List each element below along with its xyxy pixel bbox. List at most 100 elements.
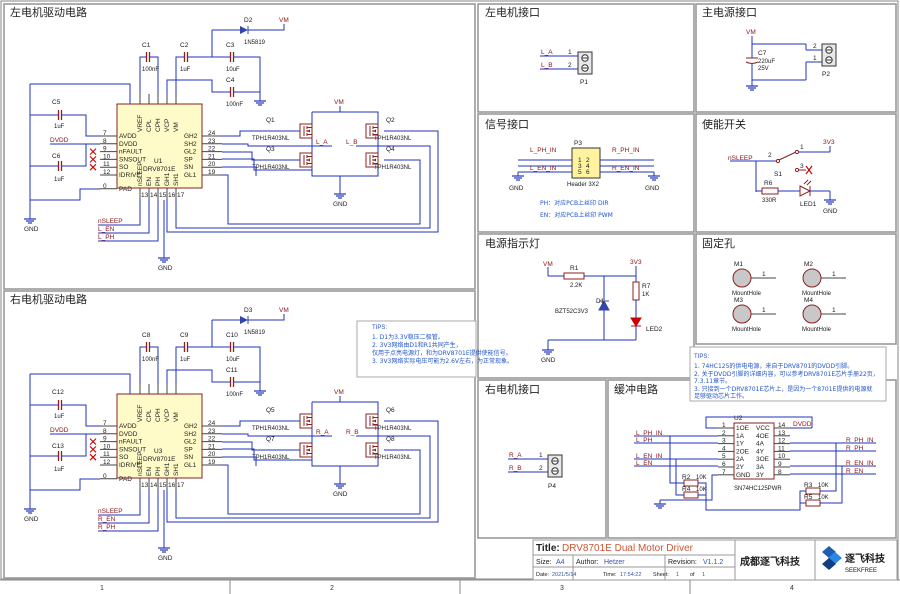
- mount-hole-icon: [802, 268, 822, 288]
- title-left-motor: 左电机接口: [485, 5, 540, 19]
- ic-pin-number: 11: [103, 161, 110, 168]
- capacitor-designator: C8: [142, 332, 151, 339]
- designator-r7: R7: [642, 283, 651, 290]
- designator-s1: S1: [774, 171, 782, 178]
- revision-value: V1.1.2: [703, 559, 723, 566]
- pin-number: 2: [768, 152, 772, 159]
- net-label-ph: R_PH: [98, 524, 116, 531]
- ic-pin-name: GL1: [184, 462, 197, 469]
- capacitor-icon: [183, 51, 189, 63]
- ic-pin-name: VCC: [756, 425, 770, 432]
- net-label-r-a: R_A: [509, 452, 522, 459]
- ic-pin-number: 1: [722, 422, 726, 429]
- ground-icon: [647, 171, 661, 181]
- net-label-r-b: R_B: [509, 465, 522, 472]
- mount-hole-icon: [732, 304, 752, 324]
- buffer-net-label: R_PH_IN: [846, 437, 874, 444]
- wire: [669, 436, 684, 484]
- driver-ic-body: [116, 103, 203, 189]
- ic-pin-number: 14: [150, 192, 158, 199]
- capacitor-icon: [229, 341, 235, 353]
- wire: [234, 56, 261, 92]
- wire: [222, 441, 300, 451]
- switch-lever-icon: [778, 151, 797, 161]
- ic-pin-number: 12: [103, 459, 111, 466]
- mount-hole-designator: M2: [804, 261, 813, 268]
- wire: [188, 320, 213, 348]
- ground-icon: [511, 171, 525, 181]
- mosfet-designator: Q4: [386, 146, 395, 153]
- gnd-label: GND: [645, 185, 660, 192]
- title-right-driver: 右电机驱动电路: [10, 292, 87, 306]
- column-label: 4: [790, 585, 794, 592]
- ic-pin-name: 4Y: [756, 448, 765, 455]
- schottky-diode-icon: [240, 316, 248, 324]
- ic-pin-name: PAD: [119, 476, 132, 483]
- mount-hole-pin: 1: [832, 271, 836, 278]
- buffer-net-label: L_PH: [636, 437, 653, 444]
- ic-pin-number: 13: [141, 192, 149, 199]
- frame-power-led: [477, 233, 695, 379]
- electrolytic-cap-icon: [745, 57, 759, 64]
- capacitor-value: 1uF: [54, 467, 65, 473]
- sheet-label: Sheet:: [653, 572, 669, 578]
- ic-pin-name: IDRIVE: [119, 462, 141, 469]
- pin-number: 1: [800, 144, 804, 151]
- ic-pin-name: EN: [146, 177, 153, 186]
- frame-right-driver: [3, 290, 476, 579]
- pin-number: 1: [568, 49, 572, 56]
- ic-pin-number: 8: [778, 469, 782, 476]
- wire: [312, 111, 379, 124]
- wire: [820, 466, 843, 504]
- designator-p4: P4: [548, 483, 556, 490]
- ground-icon: [745, 81, 759, 91]
- mount-hole-name: MountHole: [802, 327, 832, 333]
- capacitor-icon: [57, 399, 63, 411]
- ic-pin-name: 2A: [736, 456, 745, 463]
- seekfree-logo-icon: [822, 546, 842, 570]
- ic-pin-number: 10: [778, 453, 786, 460]
- buffer-net-label: L_EN: [636, 460, 653, 467]
- ic-pin-number: 20: [208, 161, 216, 168]
- value-c7: 220uF: [758, 59, 775, 65]
- tips2: TIPS: 1. 74HC125的供电电源，来自于DRV8701的DVDD引脚。…: [694, 354, 879, 400]
- net-label-l-en-in: L_EN_IN: [530, 165, 557, 172]
- mosfet-designator: Q6: [386, 407, 395, 414]
- ic-pin-name: VM: [173, 122, 180, 132]
- enable-switch-circuit: nSLEEP 3V3 2 1 3 S1 R6 330R LED1 GND: [728, 139, 838, 215]
- net-label-3v3: 3V3: [630, 259, 642, 266]
- wire: [62, 143, 100, 167]
- net-label-nsleep: nSLEEP: [98, 508, 123, 515]
- title-main-power: 主电源接口: [702, 5, 757, 19]
- voltage-c7: 25V: [758, 66, 769, 72]
- ic-pin-number: 15: [159, 192, 167, 199]
- wire: [705, 490, 806, 511]
- ic-pin-name: CPL: [146, 409, 153, 422]
- ic-pin-name: SN: [184, 454, 193, 461]
- ic-pin-name: 3Y: [756, 472, 765, 479]
- buffer-net-label: R_EN: [846, 468, 864, 475]
- ic-designator: U3: [154, 448, 163, 455]
- capacitor-icon: [145, 341, 151, 353]
- ic-pin-name: VREF: [137, 405, 144, 422]
- mount-hole-name: MountHole: [732, 327, 762, 333]
- buffer-ic-name: SN74HC125PWR: [734, 486, 782, 492]
- wire: [698, 482, 707, 500]
- ic-pin-name: VCP: [164, 409, 171, 422]
- mosfet-value: TPH1R403NL: [374, 136, 412, 142]
- capacitor-designator: C10: [226, 332, 238, 339]
- ic-pin-name: 2Y: [736, 464, 745, 471]
- resistor-value: 10K: [818, 495, 829, 501]
- mosfet-designator: Q1: [266, 117, 275, 124]
- size-label: Size:: [536, 559, 552, 566]
- wire: [234, 381, 261, 387]
- gnd-label: GND: [823, 208, 838, 215]
- net-label-r-ph-in: R_PH_IN: [612, 147, 640, 154]
- capacitor-value: 1uF: [180, 67, 191, 73]
- capacitor-designator: C11: [226, 367, 238, 374]
- ic-pin-name: VREF: [137, 115, 144, 132]
- ic-pin-number: 16: [168, 482, 176, 489]
- mosfet-designator: Q2: [386, 117, 395, 124]
